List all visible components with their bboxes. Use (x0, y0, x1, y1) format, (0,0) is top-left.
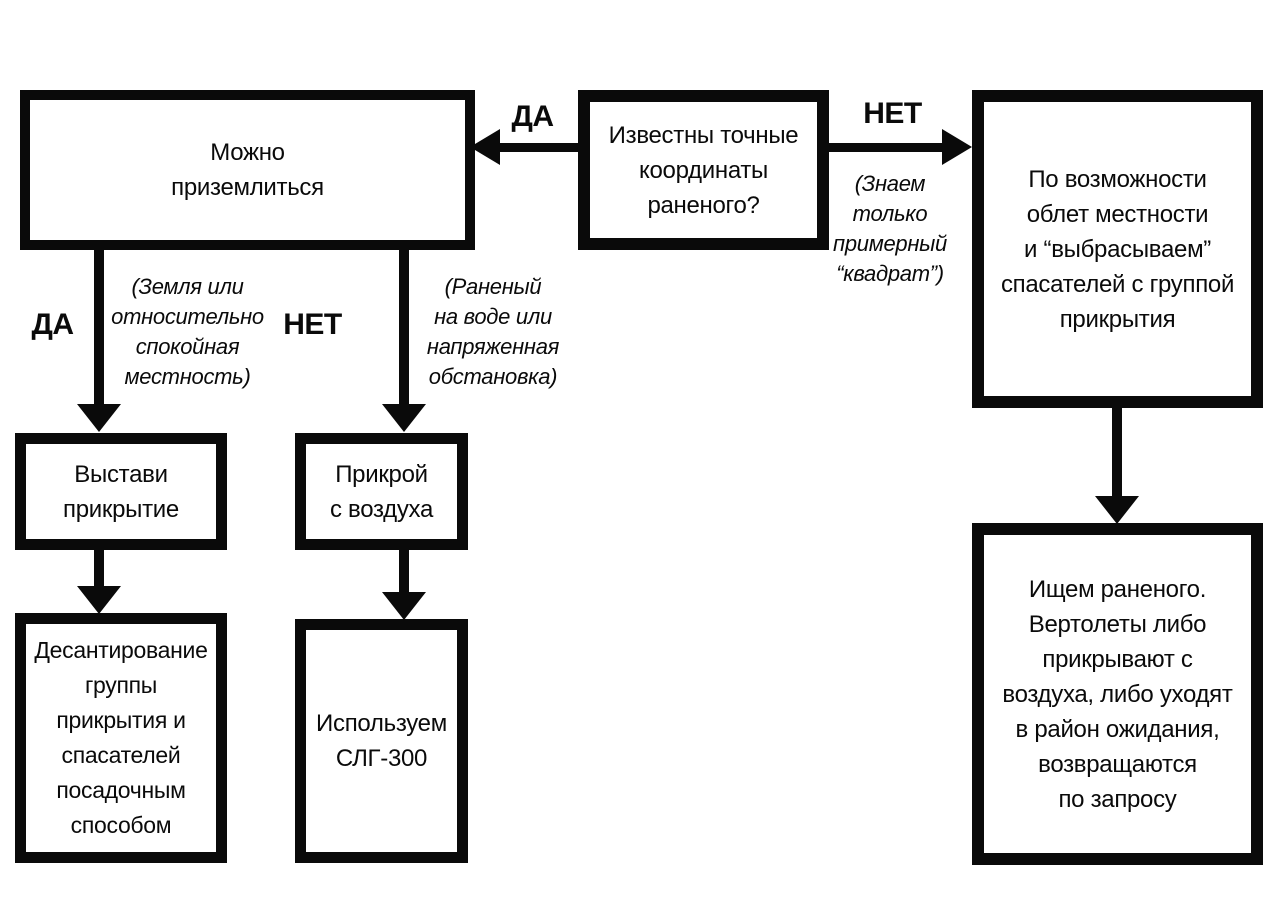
arrow-coords-no-head-icon (942, 129, 972, 165)
node-search-wounded: Ищем раненого. Вертолеты либо прикрывают… (972, 523, 1263, 865)
arrow-land-yes-shaft (94, 248, 104, 404)
node-use-slg-text: Используем СЛГ-300 (316, 710, 447, 772)
node-use-slg: Используем СЛГ-300 (295, 619, 468, 863)
node-known-coords-text: Известны точные координаты раненого? (608, 121, 799, 219)
node-cover-air-text: Прикрой с воздуха (329, 460, 434, 523)
arrow-land-yes-head-icon (77, 404, 121, 432)
arrow-air-slg-shaft (399, 548, 409, 592)
edge-label-coords-yes: ДА (511, 100, 554, 133)
node-landing-group: Десантирование группы прикрытия и спасат… (15, 613, 227, 863)
node-cover-air: Прикрой с воздуха (295, 433, 468, 550)
arrow-cover-drop-shaft (94, 548, 104, 588)
arrow-coords-yes-head-icon (470, 129, 500, 165)
edge-note-land-no: (Раненый на воде или напряженная обстано… (426, 274, 560, 389)
arrow-land-no-head-icon (382, 404, 426, 432)
node-known-coords: Известны точные координаты раненого? (578, 90, 829, 250)
arrow-coords-yes-shaft (498, 143, 583, 152)
node-can-land-text: Можно приземлиться (171, 139, 324, 201)
edge-label-land-yes: ДА (31, 308, 74, 341)
arrow-cover-drop-head-icon (77, 586, 121, 614)
edge-label-land-no: НЕТ (283, 308, 342, 341)
arrow-coords-no-shaft (826, 143, 942, 152)
node-can-land: Можно приземлиться (20, 90, 475, 250)
node-flyover-text: По возможности облет местности и “выбрас… (1000, 165, 1235, 333)
edge-note-coords-no: (Знаем только примерный “квадрат”) (833, 171, 947, 286)
arrow-land-no-shaft (399, 248, 409, 404)
arrow-air-slg-head-icon (382, 592, 426, 620)
node-landing-group-text: Десантирование группы прикрытия и спасат… (34, 637, 208, 838)
arrow-flyover-search-shaft (1112, 405, 1122, 497)
node-flyover: По возможности облет местности и “выбрас… (972, 90, 1263, 408)
node-set-cover-text: Выстави прикрытие (63, 460, 179, 523)
node-search-wounded-text: Ищем раненого. Вертолеты либо прикрывают… (1002, 575, 1233, 813)
arrow-flyover-search-head-icon (1095, 496, 1139, 524)
edge-note-land-yes: (Земля или относительно спокойная местно… (111, 274, 264, 389)
edge-label-coords-no: НЕТ (863, 97, 922, 130)
node-set-cover: Выстави прикрытие (15, 433, 227, 550)
